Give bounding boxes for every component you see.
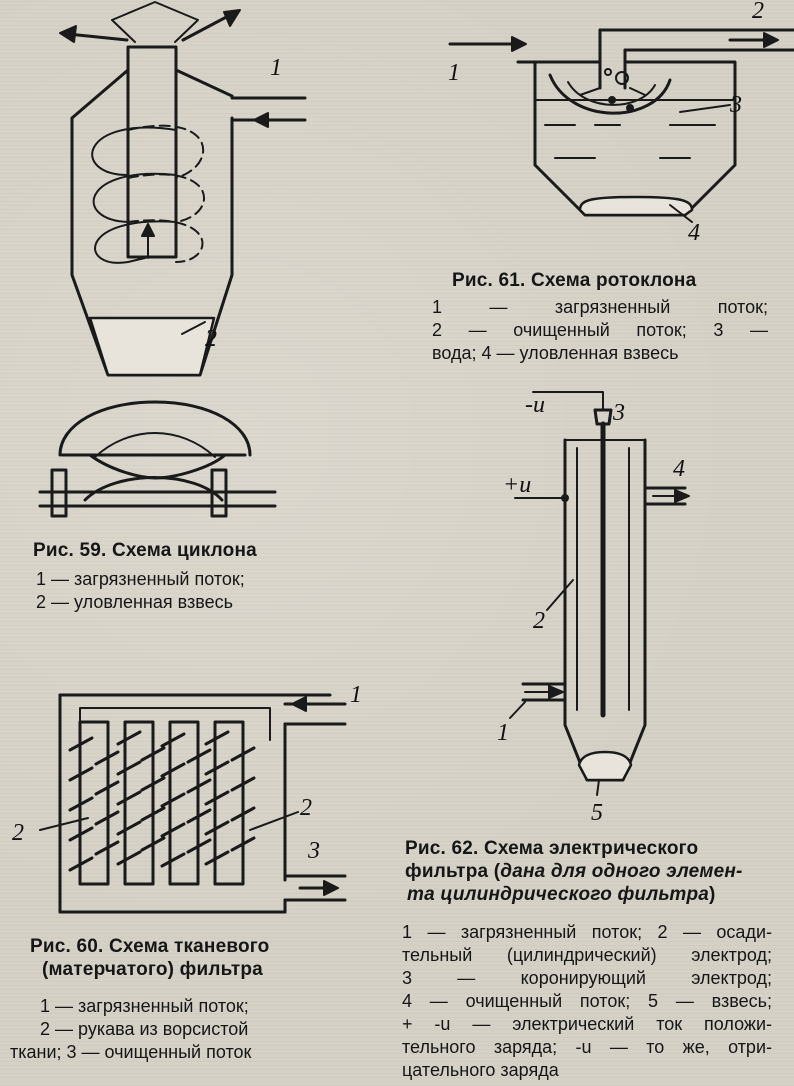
label-3: 3 xyxy=(729,92,742,118)
fig62-caption-line3: та цилиндрического фильтра) xyxy=(405,883,743,906)
fig59-legend-item-2: 2 — уловленная взвесь xyxy=(36,592,233,612)
fig60-legend: 1 — загрязненный поток; 2 — рукава из во… xyxy=(10,995,251,1064)
label-minus-u: -u xyxy=(525,392,545,418)
label-4: 4 xyxy=(673,456,685,482)
fig62-caption-line3-b: ) xyxy=(709,884,716,905)
fig60-caption-line2: (матерчатого) фильтра xyxy=(42,959,263,980)
cyclone-diagram: 1 2 xyxy=(38,1,307,518)
label-5: 5 xyxy=(591,800,603,826)
fig60-caption-line1: Рис. 60. Схема тканевого xyxy=(30,936,270,957)
fig62-caption-line2-a: фильтра ( xyxy=(405,861,501,882)
fig61-legend: 1 — загрязненный поток; 2 — очищенный по… xyxy=(432,296,768,365)
fig59-caption: Рис. 59. Схема циклона xyxy=(33,540,257,561)
fig60-legend-item-1: 1 — загрязненный поток; xyxy=(40,996,249,1016)
label-plus-u: +u xyxy=(503,472,531,498)
fabric-filter-diagram: 1 3 2 2 xyxy=(12,682,362,914)
label-1: 1 xyxy=(448,60,460,86)
fig59-legend: 1 — загрязненный поток; 2 — уловленная в… xyxy=(36,568,245,614)
label-1: 1 xyxy=(350,682,362,708)
label-1: 1 xyxy=(497,720,509,746)
fig60-caption: Рис. 60. Схема тканевого (матерчатого) ф… xyxy=(30,935,269,981)
label-2: 2 xyxy=(752,0,764,24)
fig62-caption-line2-b: дана для одного элемен- xyxy=(500,861,743,882)
fig61-legend-item-3: вода; 4 — уловленная взвесь xyxy=(432,343,679,363)
fig62-legend: 1 — загрязненный поток; 2 — осади- тельн… xyxy=(402,921,772,1082)
fig62-caption-line2: фильтра (дана для одного элемен- xyxy=(405,860,743,883)
fig62-legend-item-3: 3 — коронирующий электрод; xyxy=(402,968,772,988)
label-2: 2 xyxy=(205,326,217,352)
label-2-right: 2 xyxy=(300,795,312,821)
fig62-caption-line1: Рис. 62. Схема электрического xyxy=(405,838,699,859)
fig62-legend-item-7: цательного заряда xyxy=(402,1060,559,1080)
fig62-caption: Рис. 62. Схема электрического фильтра (д… xyxy=(405,837,743,906)
label-2: 2 xyxy=(533,608,545,634)
fig62-legend-item-6: тельного заряда; -u — то же, отри- xyxy=(402,1037,772,1057)
label-3: 3 xyxy=(307,838,320,864)
fig62-caption-line3-a: та цилиндрического фильтра xyxy=(407,884,710,905)
fig62-legend-item-2: тельный (цилиндрический) электрод; xyxy=(402,945,772,965)
label-2-left: 2 xyxy=(12,820,24,846)
fig60-legend-item-3: ткани; 3 — очищенный поток xyxy=(10,1042,252,1062)
fig62-legend-item-4: 4 — очищенный поток; 5 — взвесь; xyxy=(402,991,772,1011)
fig60-legend-item-2: 2 — рукава из ворсистой xyxy=(40,1019,249,1039)
label-1: 1 xyxy=(270,55,282,81)
fig61-legend-item-2: 2 — очищенный поток; 3 — xyxy=(432,320,768,340)
label-3: 3 xyxy=(612,400,625,426)
fig59-legend-item-1: 1 — загрязненный поток; xyxy=(36,569,245,589)
fig61-legend-item-1: 1 — загрязненный поток; xyxy=(432,297,768,317)
electrostatic-filter-diagram: -u 3 2 +u 4 1 5 xyxy=(497,391,690,826)
fig61-caption: Рис. 61. Схема ротоклона xyxy=(452,270,697,291)
rotoclone-diagram: 2 1 3 4 xyxy=(448,0,794,246)
label-4: 4 xyxy=(688,220,700,246)
fig62-legend-item-1: 1 — загрязненный поток; 2 — осади- xyxy=(402,922,772,942)
fig62-legend-item-5: + -u — электрический ток положи- xyxy=(402,1014,772,1034)
